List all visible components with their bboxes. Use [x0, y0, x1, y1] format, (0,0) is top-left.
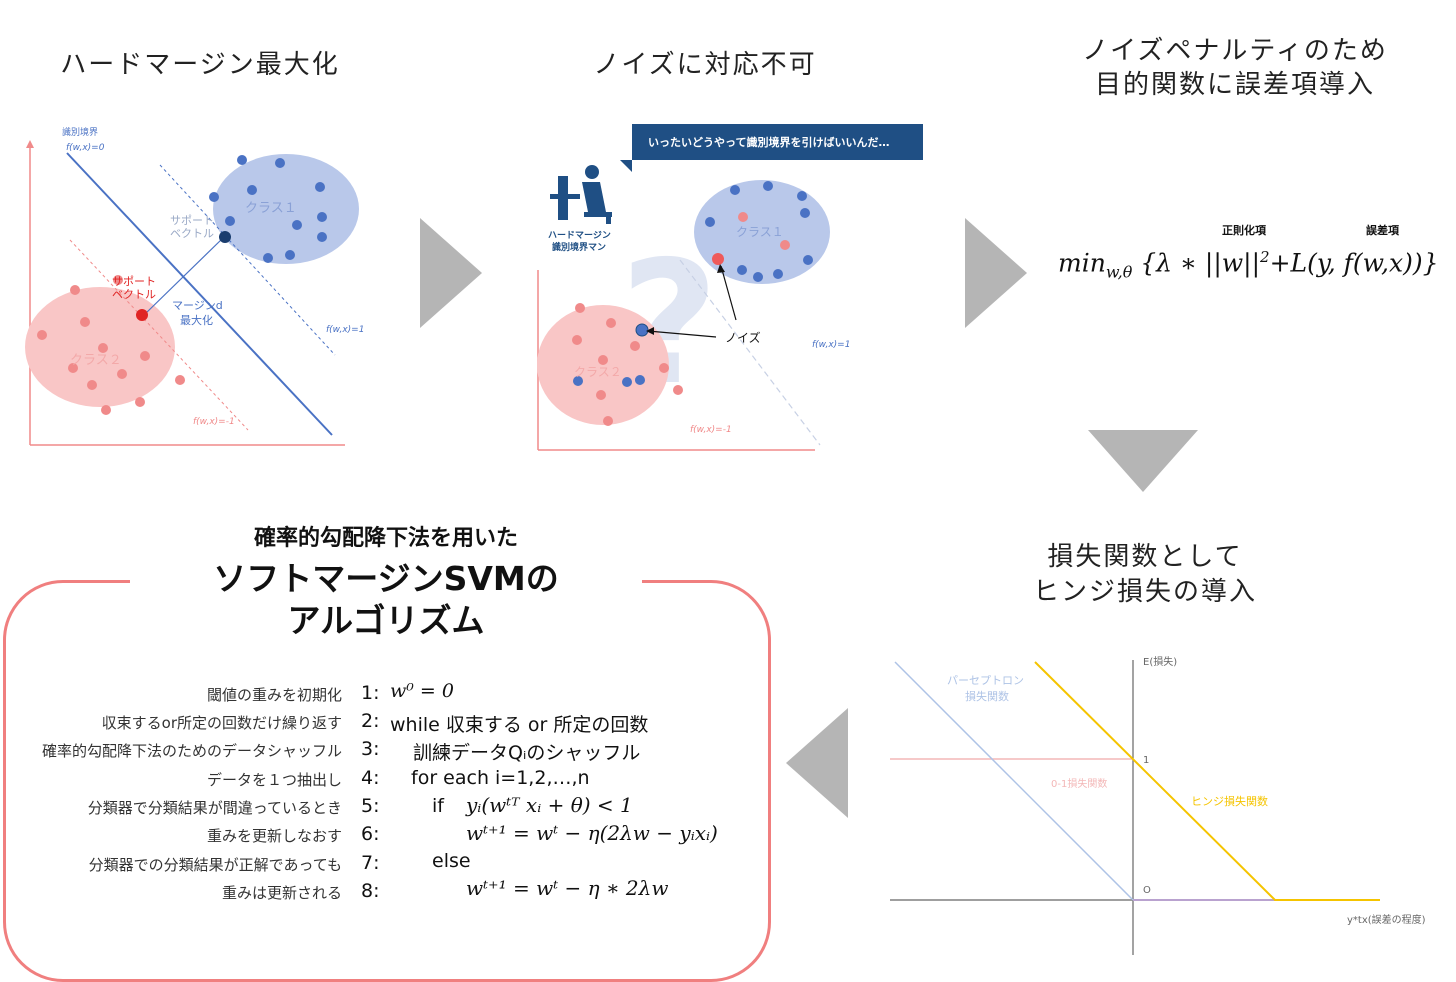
man-label-2: 識別境界マン — [552, 241, 606, 253]
sv-blue-label-1: サポート — [170, 214, 214, 227]
algo-code-8: wᵗ⁺¹ = wᵗ − η ∗ 2λw — [466, 876, 669, 900]
hard-margin-diagram: 識別境界 f(w,x)=0 クラス１ クラス２ サポート ベクトル サポート ベ… — [25, 126, 364, 446]
regularization-label: 正則化項 — [1222, 224, 1266, 237]
algo-code-5-cond: yᵢ(wᵗᵀ xᵢ + θ) < 1 — [466, 793, 633, 817]
algo-code-7: else — [432, 850, 471, 872]
origin-label: O — [1143, 885, 1151, 896]
class2-points — [572, 212, 790, 426]
margin-label-1: マージンd — [172, 299, 223, 312]
class1-region — [694, 180, 830, 284]
noise-label: ノイズ — [725, 330, 761, 345]
algo-comment-1: 閾値の重みを初期化 — [206, 686, 342, 704]
panel3-title-line2: 目的関数に誤差項導入 — [1094, 70, 1375, 100]
algo-num-8: 8: — [361, 880, 380, 902]
algo-comment-3: 確率的勾配降下法のためのデータシャッフル — [41, 742, 342, 760]
algo-comment-5: 分類器で分類結果が間違っているとき — [87, 799, 342, 817]
algo-code-4: for each i=1,2,…,n — [411, 767, 590, 789]
panel3-title-line1: ノイズペナルティのため — [1082, 36, 1388, 66]
error-term-label: 誤差項 — [1366, 224, 1399, 237]
class1-label: クラス１ — [736, 225, 784, 239]
algorithm-title-mask — [130, 566, 642, 596]
hinge-label: ヒンジ損失関数 — [1191, 794, 1268, 808]
noise-arrow-2 — [720, 265, 737, 321]
support-vector-red — [136, 309, 148, 321]
algo-num-1: 1: — [361, 682, 380, 704]
arrow-left — [786, 708, 848, 818]
margin-line-positive — [159, 164, 336, 356]
panel4-title-line2: ヒンジ損失の導入 — [1032, 577, 1257, 607]
algo-comment-4: データを１つ抽出し — [206, 771, 342, 789]
algo-num-7: 7: — [361, 852, 380, 874]
algo-comment-2: 収束するor所定の回数だけ繰り返す — [101, 714, 342, 732]
decision-boundary — [66, 152, 333, 436]
sv-blue-label-2: ベクトル — [170, 227, 214, 240]
algorithm-title-line3: アルゴリズム — [287, 601, 485, 640]
panel2-title: ノイズに対応不可 — [593, 50, 817, 80]
class1-points — [573, 181, 813, 387]
perceptron-loss-line — [894, 661, 1134, 901]
noise-point-red — [712, 253, 724, 265]
one-tick: 1 — [1143, 755, 1149, 766]
person-at-desk-icon — [550, 165, 612, 224]
algorithm-title-line2: ソフトマージンSVMの — [213, 559, 559, 598]
algo-comment-8: 重みは更新される — [221, 884, 342, 902]
perceptron-label-1: パーセプトロン — [947, 674, 1024, 687]
algo-code-5-if: if — [432, 795, 444, 817]
sv-red-label-2: ベクトル — [112, 288, 156, 301]
margin-arrow — [143, 236, 225, 316]
class2-label: クラス２ — [70, 353, 122, 368]
speech-bubble — [620, 124, 923, 172]
algo-num-4: 4: — [361, 767, 380, 789]
class2-points — [37, 275, 185, 415]
sv-red-label-1: サポート — [112, 275, 156, 288]
boundary-eq: f(w,x)=0 — [66, 143, 105, 153]
algo-num-2: 2: — [361, 710, 380, 732]
algo-code-6: wᵗ⁺¹ = wᵗ − η(2λw − yᵢxᵢ) — [466, 821, 718, 845]
algo-code-3: 訓練データQᵢのシャッフル — [413, 742, 641, 764]
panel1-title: ハードマージン最大化 — [60, 50, 340, 80]
algo-num-6: 6: — [361, 823, 380, 845]
zero-one-label: 0-1損失関数 — [1051, 777, 1107, 790]
hinge-loss-line — [1034, 661, 1380, 901]
algorithm-title-line1: 確率的勾配降下法を用いた — [253, 526, 518, 551]
class1-points — [209, 155, 327, 263]
f-neg-label: f(w,x)=-1 — [193, 417, 235, 427]
noise-diagram: いったいどうやって識別境界を引けばいいんだ… ハードマージン 識別境界マン ? … — [537, 124, 923, 451]
noise-point-blue — [635, 323, 649, 337]
loss-function-chart: E(損失) y*tx(誤差の程度) パーセプトロン 損失関数 0-1損失関数 ヒ… — [890, 655, 1426, 955]
algo-comment-6: 重みを更新しなおす — [206, 827, 342, 845]
speech-text: いったいどうやって識別境界を引けばいいんだ… — [648, 135, 889, 149]
margin-label-2: 最大化 — [180, 313, 213, 327]
panel4-title-line1: 損失関数として — [1047, 542, 1243, 572]
arrow-right-1 — [420, 218, 482, 328]
margin-line-negative — [69, 239, 249, 431]
noise-arrow-1 — [647, 330, 717, 338]
x-axis-label: y*tx(誤差の程度) — [1347, 913, 1426, 926]
algo-code-2: while 収束する or 所定の回数 — [390, 714, 649, 736]
class2-label: クラス２ — [574, 365, 622, 379]
y-axis-label: E(損失) — [1143, 655, 1177, 668]
faint-boundary — [679, 259, 821, 446]
arrow-right-2 — [965, 218, 1027, 328]
f-pos-label: f(w,x)=1 — [812, 340, 850, 350]
algo-num-5: 5: — [361, 795, 380, 817]
perceptron-label-2: 損失関数 — [965, 689, 1009, 703]
class1-label: クラス１ — [245, 201, 297, 216]
arrow-down — [1088, 430, 1198, 492]
f-neg-label: f(w,x)=-1 — [690, 425, 732, 435]
support-vector-blue — [219, 231, 231, 243]
algo-code-1: w⁰ = 0 — [390, 680, 454, 702]
algo-num-3: 3: — [361, 738, 380, 760]
f-pos-label: f(w,x)=1 — [326, 325, 364, 335]
man-label-1: ハードマージン — [548, 230, 611, 241]
algo-comment-7: 分類器での分類結果が正解であっても — [88, 856, 342, 874]
objective-formula: minw,θ {λ ∗ ||w||2+L(y, f(w,x))} — [1058, 248, 1439, 282]
boundary-label: 識別境界 — [62, 126, 98, 138]
